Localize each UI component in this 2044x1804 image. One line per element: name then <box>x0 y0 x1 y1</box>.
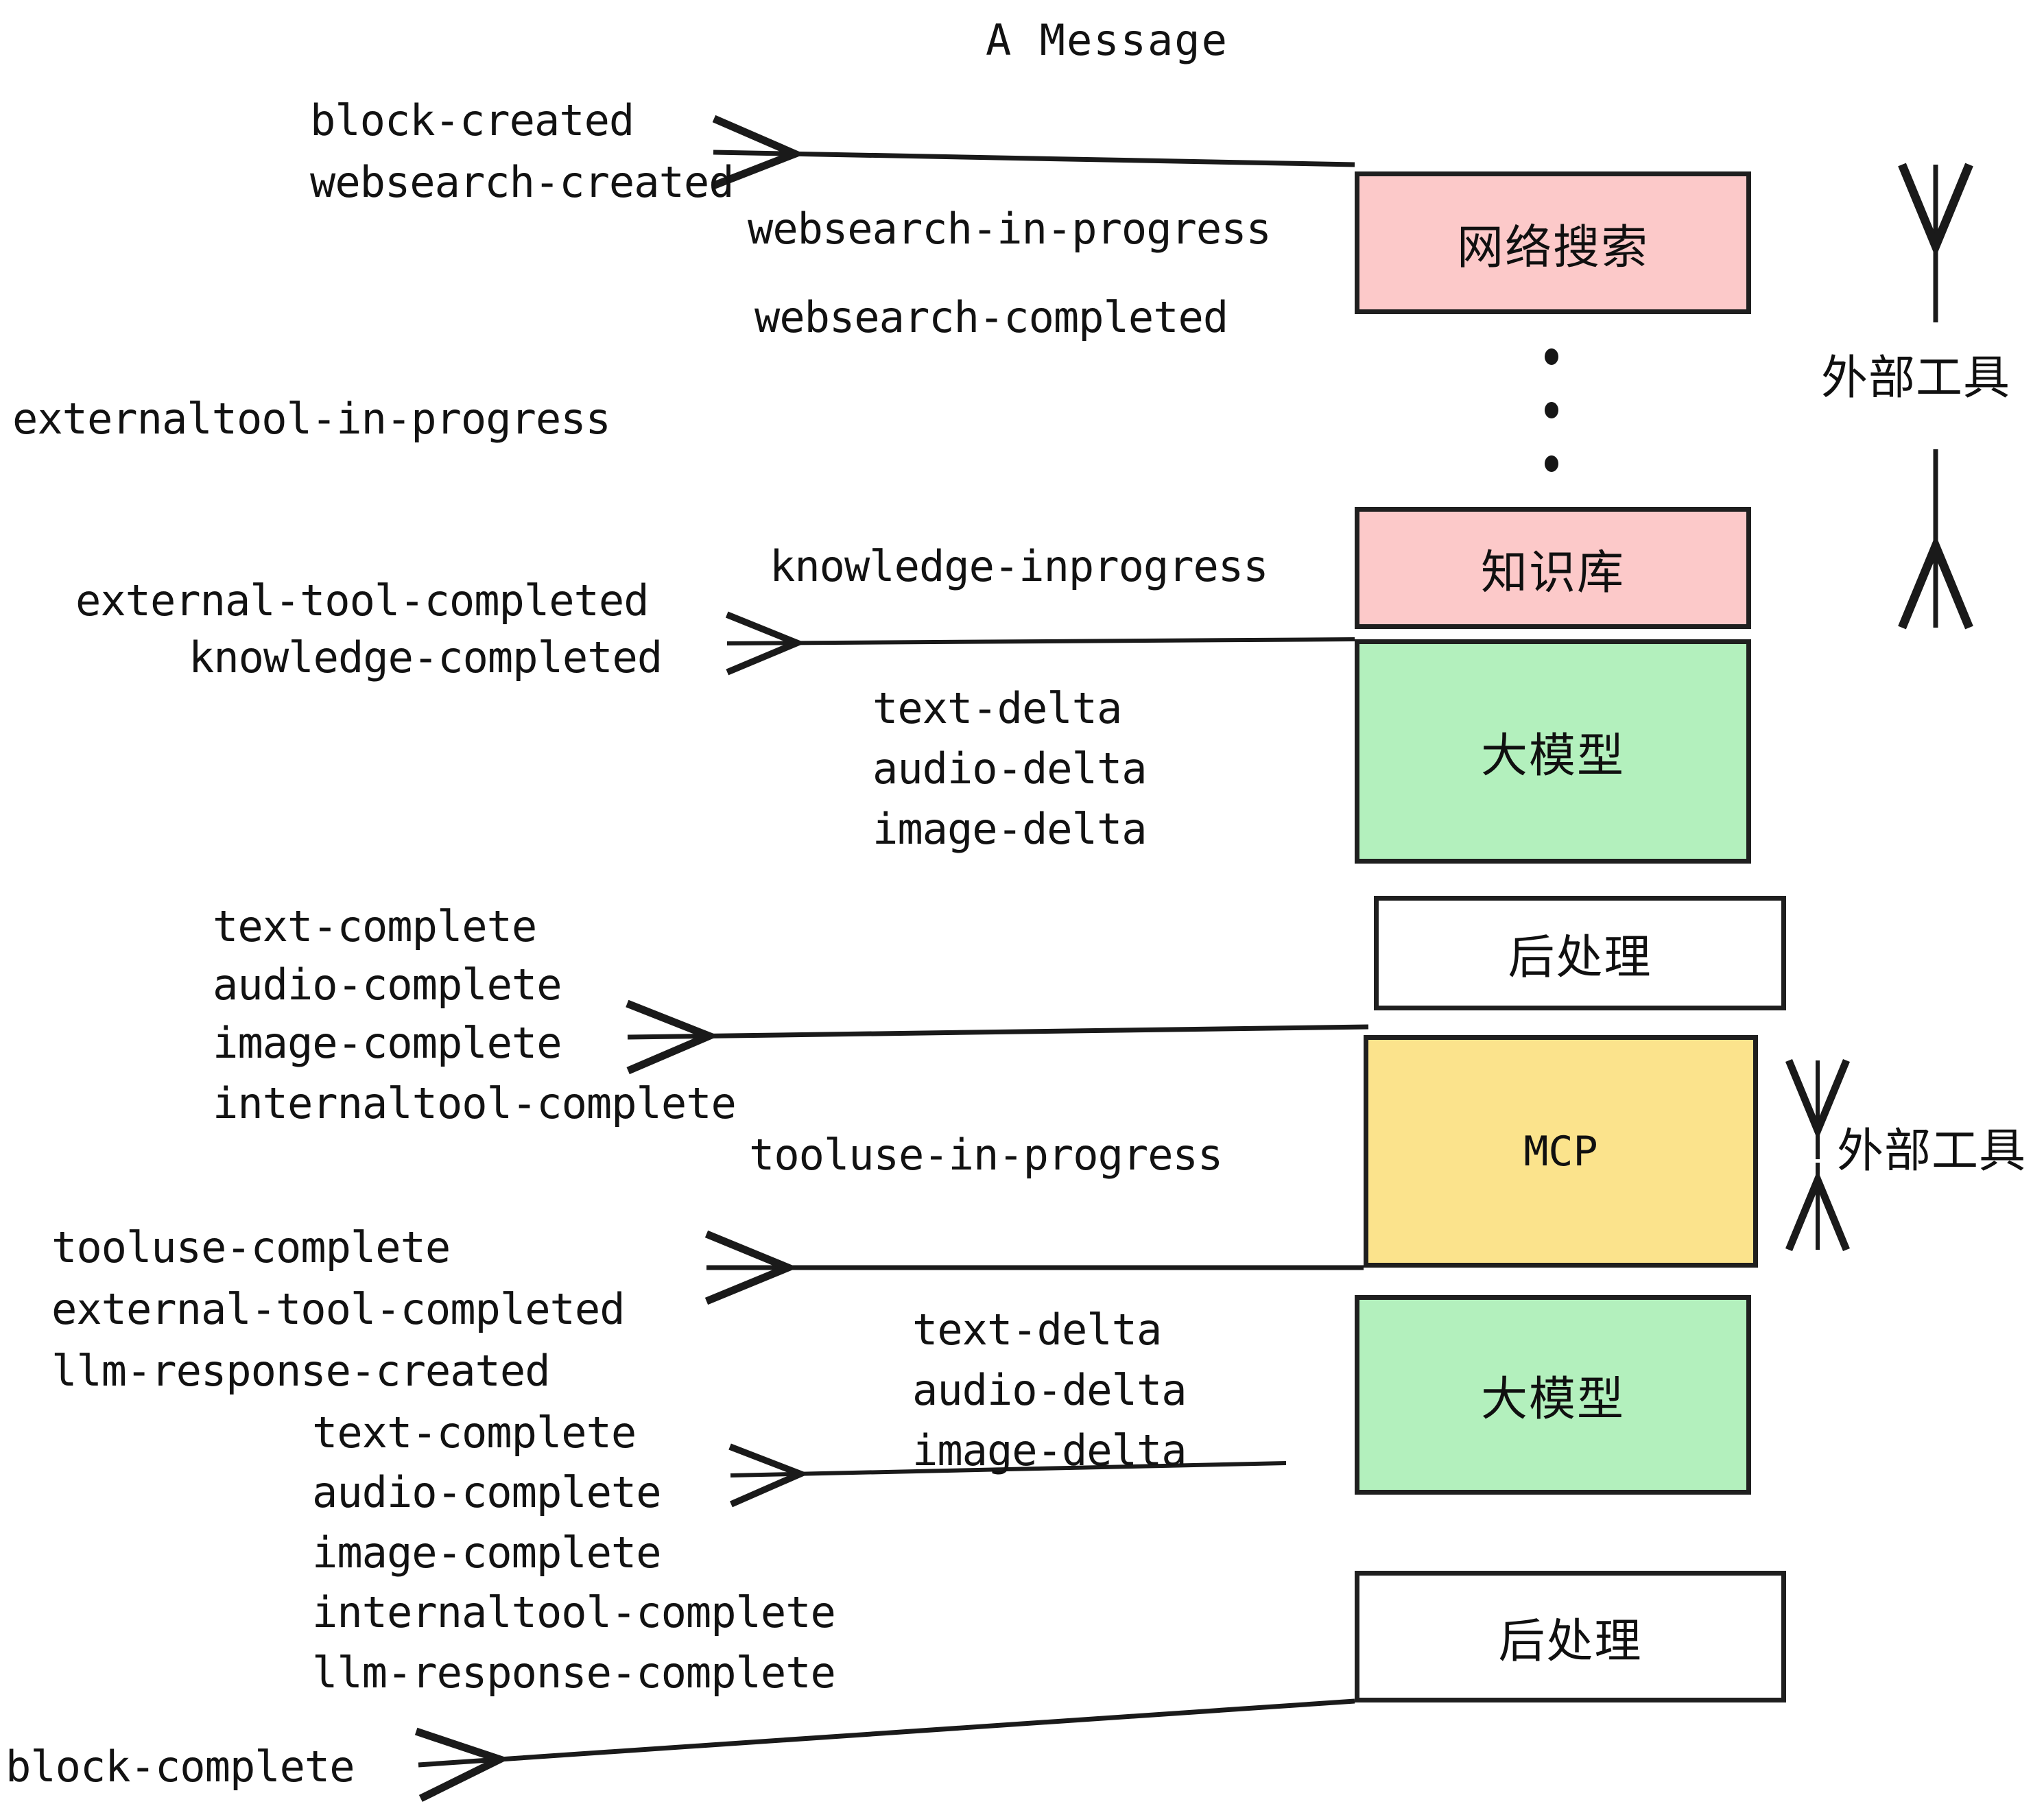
event-external-tool-completed-2: external-tool-completed <box>51 1284 626 1334</box>
event-text-delta-2: text-delta <box>912 1305 1162 1355</box>
event-text-complete-2: text-complete <box>312 1408 637 1458</box>
event-llm-response-complete: llm-response-complete <box>312 1648 836 1698</box>
node-llm-2-label: 大模型 <box>1480 1373 1625 1427</box>
event-knowledge-inprogress: knowledge-inprogress <box>770 541 1269 591</box>
event-external-tool-completed-1: external-tool-completed <box>75 575 650 626</box>
node-llm-1-label: 大模型 <box>1480 729 1625 783</box>
event-websearch-completed: websearch-completed <box>754 292 1228 342</box>
event-websearch-created: websearch-created <box>310 157 735 207</box>
event-text-delta-1: text-delta <box>872 683 1122 733</box>
event-llm-response-created: llm-response-created <box>51 1346 551 1396</box>
event-internaltool-complete-1: internaltool-complete <box>213 1078 737 1128</box>
event-audio-delta-1: audio-delta <box>872 744 1148 794</box>
arrow-postprocess-to-image-complete <box>626 999 1369 1075</box>
node-websearch-label: 网络搜索 <box>1456 220 1649 275</box>
node-postprocess-1[interactable]: 后处理 <box>1374 896 1786 1010</box>
node-llm-1[interactable]: 大模型 <box>1355 639 1751 864</box>
external-tool-label-bottom: 外部工具 <box>1837 1124 2027 1178</box>
event-websearch-in-progress: websearch-in-progress <box>748 204 1272 254</box>
event-text-complete-1: text-complete <box>213 901 537 951</box>
arrow-postprocess2-to-block-complete <box>414 1698 1355 1802</box>
node-llm-2[interactable]: 大模型 <box>1355 1295 1751 1495</box>
event-image-delta-2: image-delta <box>912 1425 1187 1475</box>
arrow-knowledge-to-completed <box>725 611 1355 676</box>
node-mcp[interactable]: MCP <box>1364 1035 1758 1268</box>
event-knowledge-completed: knowledge-completed <box>189 632 663 683</box>
event-image-complete-2: image-complete <box>312 1528 662 1578</box>
event-audio-complete-2: audio-complete <box>312 1467 662 1517</box>
external-tool-label-top: 外部工具 <box>1821 351 2011 405</box>
event-block-complete: block-complete <box>5 1742 355 1792</box>
event-image-complete-1: image-complete <box>213 1018 562 1068</box>
event-block-created: block-created <box>310 95 634 145</box>
ellipsis-dots <box>1543 348 1560 472</box>
event-externaltool-in-progress: externaltool-in-progress <box>12 394 611 444</box>
node-postprocess-1-label: 后处理 <box>1508 931 1652 985</box>
event-tooluse-complete: tooluse-complete <box>51 1222 451 1272</box>
event-audio-complete-1: audio-complete <box>213 960 562 1010</box>
dot <box>1545 402 1558 418</box>
node-knowledge-label: 知识库 <box>1480 545 1625 600</box>
node-postprocess-2-label: 后处理 <box>1498 1614 1643 1669</box>
event-image-delta-1: image-delta <box>872 804 1148 854</box>
event-internaltool-complete-2: internaltool-complete <box>312 1587 836 1637</box>
arrow-websearch-to-block-created <box>711 115 1355 190</box>
dot <box>1545 455 1558 472</box>
dot <box>1545 348 1558 365</box>
node-websearch[interactable]: 网络搜索 <box>1355 171 1751 314</box>
page-title: A Message <box>986 15 1228 65</box>
node-postprocess-2[interactable]: 后处理 <box>1355 1571 1786 1702</box>
node-knowledge[interactable]: 知识库 <box>1355 507 1751 629</box>
node-mcp-label: MCP <box>1523 1127 1598 1176</box>
event-audio-delta-2: audio-delta <box>912 1365 1187 1415</box>
event-tooluse-in-progress: tooluse-in-progress <box>749 1130 1223 1180</box>
